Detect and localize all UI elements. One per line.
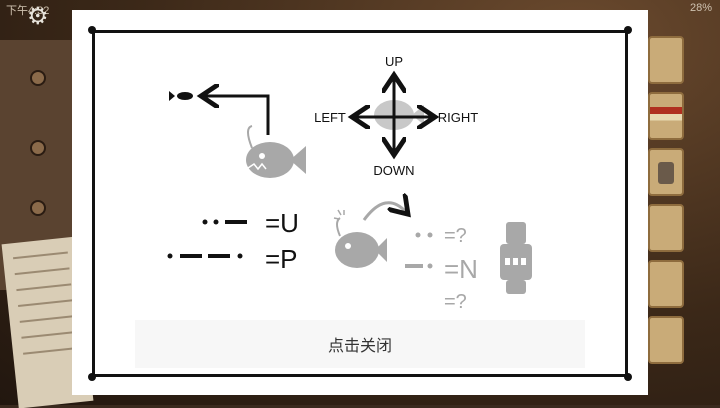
frame-corner — [88, 373, 96, 381]
inventory-slot[interactable] — [648, 36, 684, 84]
inventory-slot[interactable] — [648, 316, 684, 364]
frame-corner — [624, 26, 632, 34]
lantern-device-icon — [500, 222, 532, 294]
anglerfish-icon — [246, 125, 306, 178]
inventory-slot[interactable] — [648, 204, 684, 252]
faded-anglerfish-icon — [374, 100, 424, 130]
status-time: 下午4:32 — [6, 5, 50, 17]
direction-cross — [355, 78, 432, 152]
dial — [30, 200, 46, 216]
frame-corner — [624, 373, 632, 381]
label-down: DOWN — [373, 163, 414, 178]
status-bar: 下午4:32 28% — [0, 0, 720, 18]
dial — [30, 70, 46, 86]
curved-arrow — [362, 203, 406, 221]
morse-letter-p: =P — [265, 244, 298, 274]
label-right: RIGHT — [438, 110, 479, 125]
unknown-code-1: =? — [444, 225, 467, 247]
label-up: UP — [385, 54, 403, 69]
battery-level: 28% — [689, 2, 712, 14]
frame-corner — [88, 26, 96, 34]
morse-letter-n: =N — [444, 254, 478, 284]
inventory-bar — [648, 36, 686, 372]
close-hint-button[interactable]: 点击关闭 — [135, 320, 585, 368]
inventory-slot[interactable] — [648, 260, 684, 308]
morse-gray-2 — [405, 263, 433, 269]
morse-code-p — [167, 253, 243, 259]
morse-gray-1 — [415, 232, 433, 238]
hint-card: UP DOWN LEFT RIGHT =U =P =? — [72, 10, 648, 395]
label-left: LEFT — [314, 110, 346, 125]
inventory-slot-jar[interactable] — [648, 148, 684, 196]
settings-gear-icon[interactable]: ⚙ — [27, 3, 49, 30]
inventory-slot-book[interactable] — [648, 92, 684, 140]
unknown-code-2: =? — [444, 291, 467, 313]
dial — [30, 140, 46, 156]
morse-code-u — [202, 219, 247, 225]
hint-illustration: UP DOWN LEFT RIGHT =U =P =? — [167, 54, 532, 313]
anglerfish-light-icon — [333, 209, 387, 268]
hint-frame — [92, 30, 628, 377]
morse-letter-u: =U — [265, 208, 299, 238]
small-fish-icon — [169, 91, 193, 101]
path-arrow — [204, 96, 270, 135]
